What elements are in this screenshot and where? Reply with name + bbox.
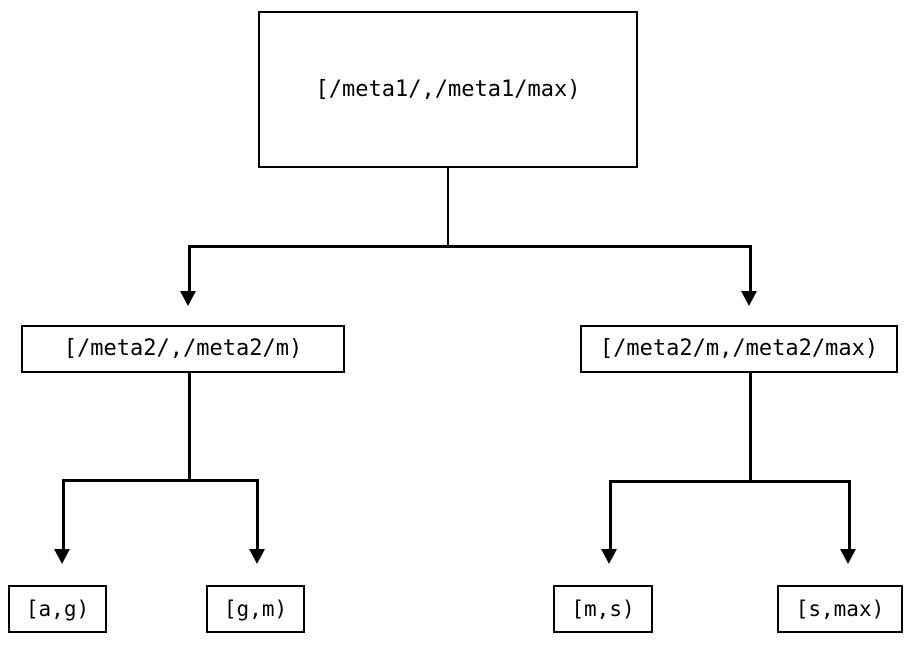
edge-mid-right-crossbar <box>610 480 850 483</box>
node-leaf-g-m[interactable]: [g,m) <box>206 585 305 633</box>
node-root[interactable]: [/meta1/,/meta1/max) <box>258 11 638 168</box>
node-mid-left-label: [/meta2/,/meta2/m) <box>63 336 303 361</box>
arrowhead-mid-right-to-leaf-3 <box>601 549 617 564</box>
node-mid-right-label: [/meta2/m,/meta2/max) <box>599 336 879 361</box>
arrowhead-mid-left-to-leaf-1 <box>54 549 70 564</box>
edge-mid-left-stem <box>188 373 191 480</box>
node-leaf-s-max-label: [s,max) <box>795 596 885 621</box>
node-leaf-a-g-label: [a,g) <box>25 596 90 621</box>
arrowhead-root-to-mid-right <box>741 291 757 306</box>
edge-mid-left-to-leaf-1-drop <box>62 479 65 550</box>
edge-mid-right-to-leaf-4-drop <box>848 480 851 550</box>
edge-mid-right-to-leaf-3-drop <box>609 480 612 550</box>
node-leaf-m-s-label: [m,s) <box>571 596 635 621</box>
node-leaf-g-m-label: [g,m) <box>223 596 288 621</box>
arrowhead-root-to-mid-left <box>180 291 196 306</box>
edge-root-to-mid-left-drop <box>188 245 191 292</box>
edge-root-stem <box>446 168 450 248</box>
node-mid-left[interactable]: [/meta2/,/meta2/m) <box>21 325 345 373</box>
node-mid-right[interactable]: [/meta2/m,/meta2/max) <box>580 325 898 373</box>
arrowhead-mid-right-to-leaf-4 <box>840 549 856 564</box>
node-leaf-m-s[interactable]: [m,s) <box>553 585 653 633</box>
edge-root-crossbar <box>189 245 750 248</box>
arrowhead-mid-left-to-leaf-2 <box>248 549 265 564</box>
edge-mid-left-crossbar <box>63 479 259 482</box>
node-leaf-s-max[interactable]: [s,max) <box>777 585 903 633</box>
node-root-label: [/meta1/,/meta1/max) <box>315 76 581 102</box>
edge-root-to-mid-right-drop <box>749 245 752 292</box>
edge-mid-right-stem <box>749 373 752 481</box>
node-leaf-a-g[interactable]: [a,g) <box>8 585 107 633</box>
edge-mid-left-to-leaf-2-drop <box>256 479 259 550</box>
